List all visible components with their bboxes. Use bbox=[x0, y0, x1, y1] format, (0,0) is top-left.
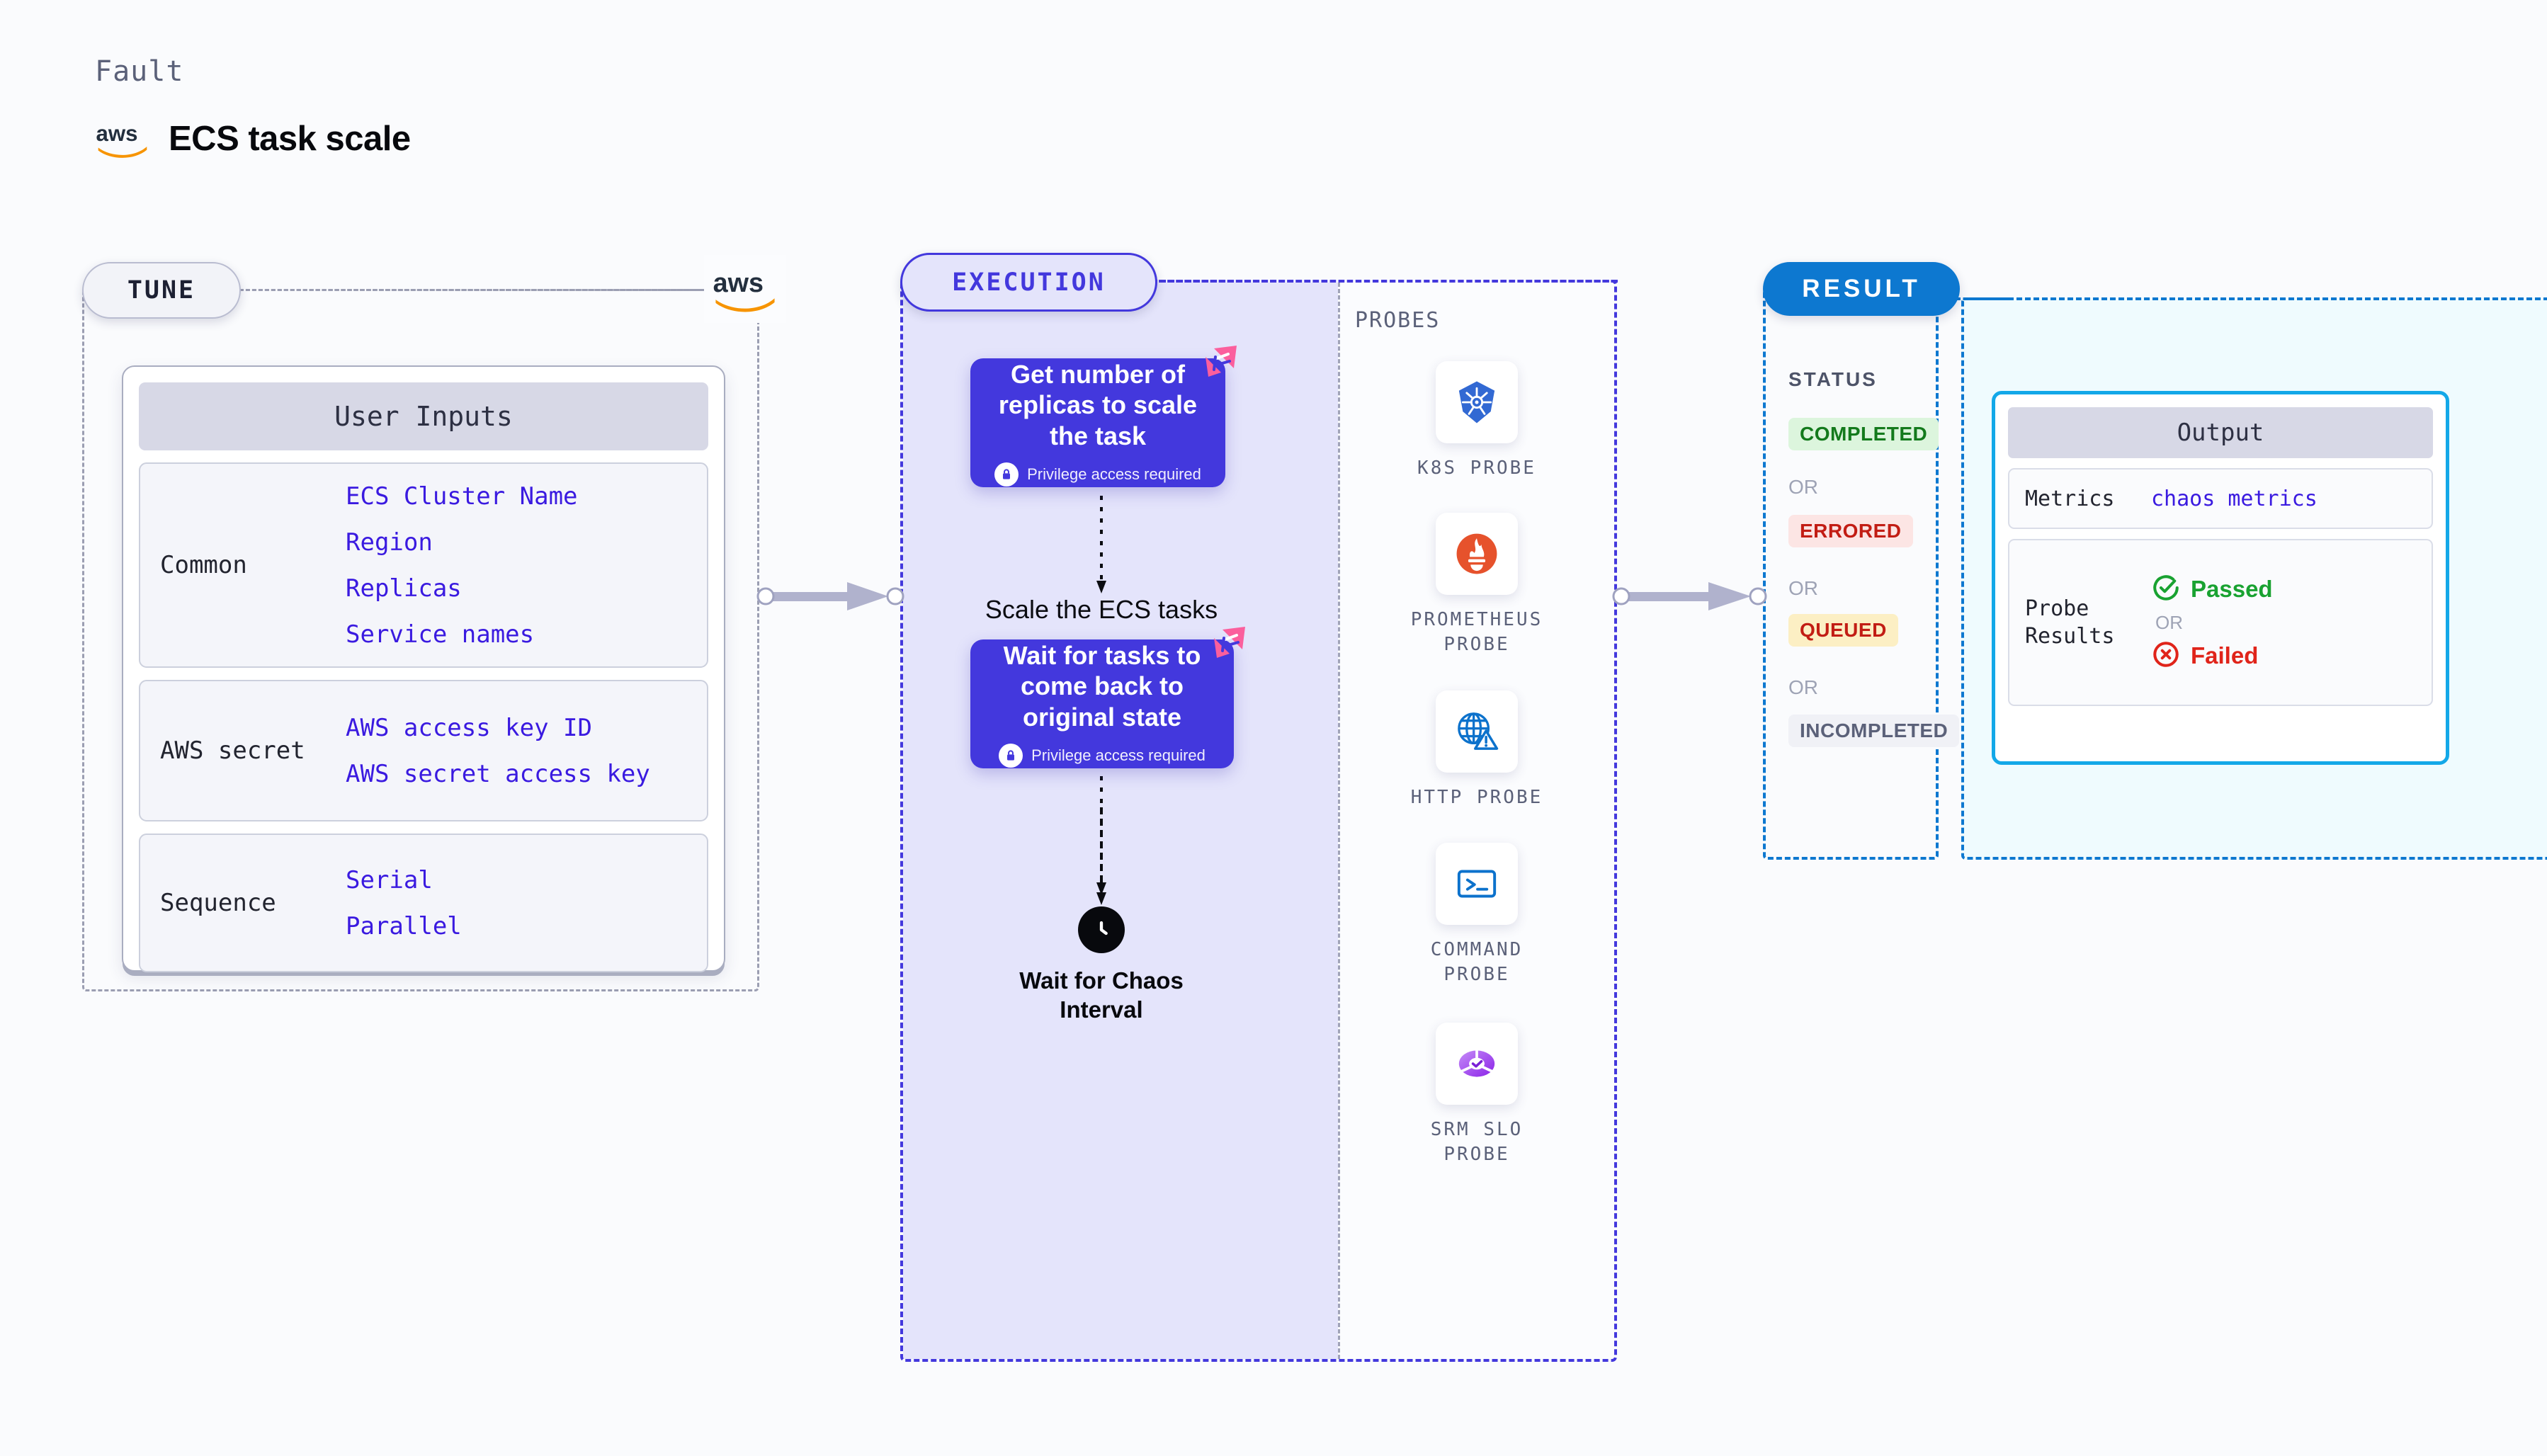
input-value[interactable]: Region bbox=[346, 528, 433, 557]
terminal-icon bbox=[1436, 843, 1518, 925]
output-row-label: Probe Results bbox=[2025, 596, 2115, 649]
privilege-note: Privilege access required bbox=[999, 743, 1206, 768]
probe-passed-label: Passed bbox=[2191, 576, 2273, 602]
status-badge: QUEUED bbox=[1788, 614, 1898, 647]
status-badge: COMPLETED bbox=[1788, 418, 1939, 450]
result-stage-pill[interactable]: RESULT bbox=[1763, 262, 1960, 316]
kubernetes-icon bbox=[1436, 361, 1518, 443]
wait-chaos-interval-label: Wait for Chaos Interval bbox=[1019, 967, 1184, 1023]
output-metrics-value[interactable]: chaos metrics bbox=[2151, 486, 2318, 511]
wait-chaos-interval-step: Wait for Chaos Interval bbox=[988, 906, 1215, 1025]
page-title-row: aws ECS task scale bbox=[95, 119, 412, 159]
probe-label: K8S PROBE bbox=[1417, 457, 1536, 479]
execution-pill-label: EXECUTION bbox=[952, 268, 1106, 297]
probe-label: SRM SLO PROBE bbox=[1430, 1119, 1524, 1166]
input-group-label: Sequence bbox=[160, 889, 276, 917]
input-group-common: Common ECS Cluster Name Region Replicas … bbox=[139, 462, 708, 668]
input-value[interactable]: Service names bbox=[346, 620, 535, 649]
chaos-ribbon-icon bbox=[1201, 618, 1255, 672]
privilege-note: Privilege access required bbox=[994, 462, 1201, 487]
input-value[interactable]: Serial bbox=[346, 865, 433, 894]
input-value[interactable]: AWS access key ID bbox=[346, 713, 592, 742]
chaos-ribbon-icon bbox=[1193, 337, 1247, 391]
fault-kicker-label: Fault bbox=[95, 55, 184, 88]
execution-step-card[interactable]: Wait for tasks to come back to original … bbox=[970, 627, 1245, 768]
clock-icon bbox=[1078, 906, 1125, 953]
execution-step-card[interactable]: Get number of replicas to scale the task… bbox=[970, 346, 1237, 487]
result-pill-label: RESULT bbox=[1802, 275, 1921, 302]
aws-logo-icon: aws bbox=[95, 119, 150, 159]
output-row-probe-results: Probe Results Passed OR bbox=[2008, 539, 2433, 706]
user-inputs-title: User Inputs bbox=[139, 382, 708, 450]
input-group-label: Common bbox=[160, 551, 247, 579]
aws-provider-logo-icon: aws bbox=[704, 255, 786, 323]
or-separator: OR bbox=[1788, 676, 1818, 698]
probe-label: COMMAND PROBE bbox=[1430, 939, 1524, 986]
flow-arrow-down bbox=[1094, 496, 1108, 598]
probe-result-passed: Passed bbox=[2151, 573, 2432, 606]
tune-top-connector-line bbox=[239, 289, 764, 291]
or-separator: OR bbox=[1788, 577, 1818, 599]
probe-item-srm-slo[interactable]: SRM SLO PROBE bbox=[1409, 1023, 1544, 1167]
input-value[interactable]: Parallel bbox=[346, 911, 462, 940]
probe-item-command[interactable]: COMMAND PROBE bbox=[1409, 843, 1544, 987]
input-group-label: AWS secret bbox=[160, 736, 305, 765]
svg-text:aws: aws bbox=[96, 121, 138, 146]
flow-arrow-down bbox=[1094, 807, 1108, 910]
srm-slo-donut-icon bbox=[1436, 1023, 1518, 1105]
probe-item-k8s[interactable]: K8S PROBE bbox=[1409, 361, 1544, 481]
input-group-aws-secret: AWS secret AWS access key ID AWS secret … bbox=[139, 680, 708, 821]
execution-step-text: Scale the ECS tasks bbox=[985, 595, 1218, 624]
tune-stage-pill[interactable]: TUNE bbox=[82, 262, 241, 319]
output-row-label: Metrics bbox=[2025, 486, 2115, 511]
or-separator: OR bbox=[1788, 476, 1818, 498]
connector-tune-to-execution bbox=[756, 581, 905, 612]
input-group-sequence: Sequence Serial Parallel bbox=[139, 834, 708, 972]
probe-item-prometheus[interactable]: PROMETHEUS PROBE bbox=[1409, 513, 1544, 657]
http-globe-warning-icon bbox=[1436, 690, 1518, 773]
output-row-metrics: Metrics chaos metrics bbox=[2008, 468, 2433, 529]
output-card: Output Metrics chaos metrics Probe Resul… bbox=[1992, 391, 2449, 765]
status-badge: INCOMPLETED bbox=[1788, 715, 1960, 747]
execution-step-title: Get number of replicas to scale the task bbox=[998, 360, 1198, 450]
probe-label: HTTP PROBE bbox=[1410, 787, 1543, 808]
status-title: STATUS bbox=[1788, 368, 1878, 390]
execution-top-connector-line bbox=[1150, 280, 1618, 283]
lock-icon bbox=[994, 462, 1019, 487]
input-value[interactable]: Replicas bbox=[346, 574, 462, 603]
connector-execution-to-result bbox=[1612, 581, 1768, 612]
check-circle-icon bbox=[2151, 573, 2181, 606]
privilege-label: Privilege access required bbox=[1027, 465, 1201, 483]
execution-stage-pill[interactable]: EXECUTION bbox=[900, 253, 1157, 312]
input-value[interactable]: ECS Cluster Name bbox=[346, 482, 578, 511]
privilege-label: Privilege access required bbox=[1031, 746, 1206, 764]
svg-text:aws: aws bbox=[713, 268, 764, 298]
input-value[interactable]: AWS secret access key bbox=[346, 759, 650, 788]
lock-icon bbox=[999, 743, 1023, 768]
page-title: ECS task scale bbox=[169, 120, 411, 158]
probe-failed-label: Failed bbox=[2191, 642, 2259, 669]
status-badge: ERRORED bbox=[1788, 515, 1913, 547]
probes-divider bbox=[1338, 283, 1340, 1359]
user-inputs-card: User Inputs Common ECS Cluster Name Regi… bbox=[122, 365, 725, 972]
result-top-connector-line bbox=[1939, 297, 2009, 300]
prometheus-icon bbox=[1436, 513, 1518, 595]
execution-step-title: Wait for tasks to come back to original … bbox=[1003, 641, 1201, 732]
probes-panel-background bbox=[1338, 283, 1614, 1359]
or-separator: OR bbox=[2155, 611, 2183, 633]
x-circle-icon bbox=[2151, 639, 2181, 673]
tune-pill-label: TUNE bbox=[127, 276, 196, 305]
probes-title: PROBES bbox=[1355, 308, 1441, 333]
probe-label: PROMETHEUS PROBE bbox=[1410, 609, 1543, 656]
probe-result-failed: Failed bbox=[2151, 639, 2432, 673]
output-title: Output bbox=[2008, 407, 2433, 458]
probe-item-http[interactable]: HTTP PROBE bbox=[1409, 690, 1544, 810]
